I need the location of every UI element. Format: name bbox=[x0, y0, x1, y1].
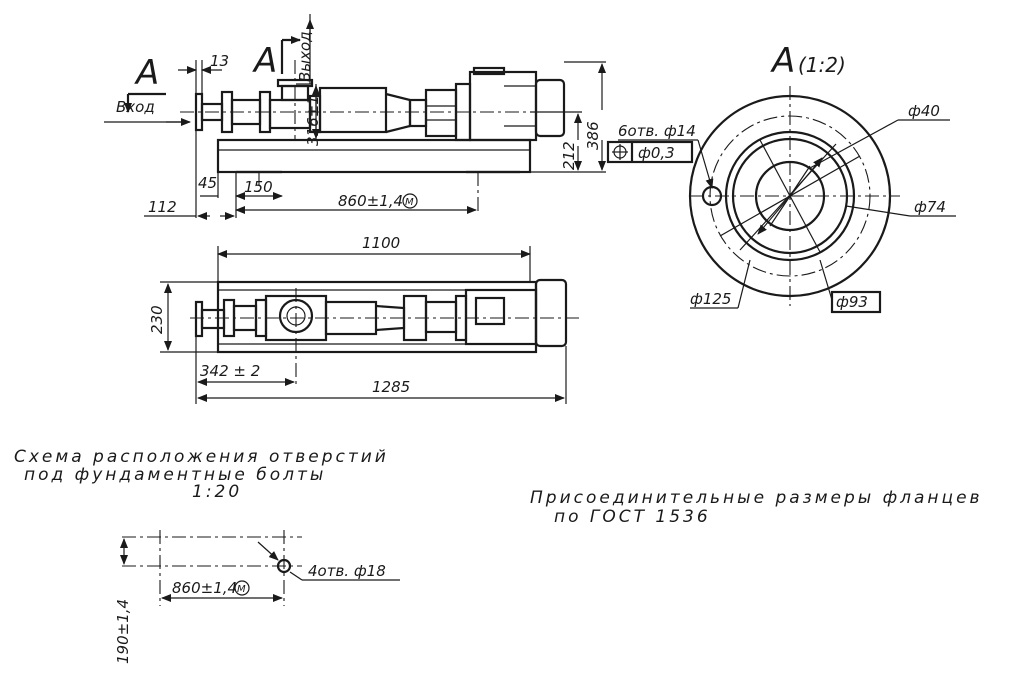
bolt-caption-line1: Схема расположения отверстий bbox=[14, 447, 389, 467]
dim-212: 212 bbox=[560, 141, 578, 170]
m-circle-symbol bbox=[402, 193, 418, 209]
bolt-dim-860: 860±1,4 bbox=[172, 579, 237, 597]
bolt-m-symbol: M bbox=[237, 584, 246, 595]
d93-box bbox=[830, 290, 882, 314]
bolt-caption-scale: 1:20 bbox=[192, 482, 242, 502]
coupling bbox=[424, 88, 458, 138]
inlet-label: Вход bbox=[116, 98, 155, 116]
bolt-m-circle bbox=[234, 580, 250, 596]
bolt-holes-label: 4отв. ф18 bbox=[308, 562, 386, 580]
flange-note-line1: Присоединительные размеры фланцев bbox=[530, 488, 983, 508]
flange-note: Присоединительные размеры фланцев по ГОС… bbox=[530, 488, 983, 527]
top-view: 1100 230 342 ± 2 1285 bbox=[148, 234, 580, 404]
section-mark-top: A bbox=[252, 41, 277, 81]
front-view: A Вход 13 A Выход 316±1 212 386 bbox=[104, 14, 606, 220]
flange-view-title: A bbox=[770, 41, 795, 81]
bolt-hole-mark bbox=[276, 558, 292, 574]
flange-view: A (1:2) ф40 ф74 ф125 ф93 6отв. ф14 bbox=[606, 41, 956, 314]
m-symbol: M bbox=[405, 197, 414, 208]
bolt-caption-line2: под фундаментные болты bbox=[24, 465, 326, 485]
dim-1100: 1100 bbox=[362, 234, 400, 252]
bolt-dim-190: 190±1,4 bbox=[114, 599, 132, 664]
flange-note-line2: по ГОСТ 1536 bbox=[554, 507, 711, 527]
dim-d93: ф93 bbox=[836, 293, 868, 311]
dim-d40: ф40 bbox=[908, 102, 940, 120]
dim-150: 150 bbox=[244, 178, 273, 196]
bolt-scheme: Схема расположения отверстий под фундаме… bbox=[14, 447, 400, 664]
dim-d74: ф74 bbox=[914, 198, 946, 216]
motor bbox=[468, 70, 538, 142]
dim-112: 112 bbox=[148, 198, 177, 216]
dim-d125: ф125 bbox=[690, 290, 731, 308]
dim-342: 342 ± 2 bbox=[200, 362, 260, 380]
dim-860: 860±1,4 bbox=[338, 192, 403, 210]
pump-body bbox=[318, 86, 388, 134]
tolerance-value: ф0,3 bbox=[638, 144, 675, 162]
dim-1285: 1285 bbox=[372, 378, 410, 396]
tolerance-frame bbox=[606, 140, 694, 164]
dim-386: 386 bbox=[584, 121, 602, 150]
section-mark-left: A bbox=[134, 53, 159, 93]
dim-45: 45 bbox=[198, 174, 217, 192]
dim-230: 230 bbox=[148, 305, 166, 334]
dim-316: 316±1 bbox=[304, 95, 322, 146]
dim-13: 13 bbox=[210, 52, 229, 70]
flange-view-scale: (1:2) bbox=[798, 53, 846, 77]
outlet-label: Выход bbox=[296, 31, 314, 82]
base-frame bbox=[216, 138, 532, 174]
holes-label: 6отв. ф14 bbox=[618, 122, 696, 140]
